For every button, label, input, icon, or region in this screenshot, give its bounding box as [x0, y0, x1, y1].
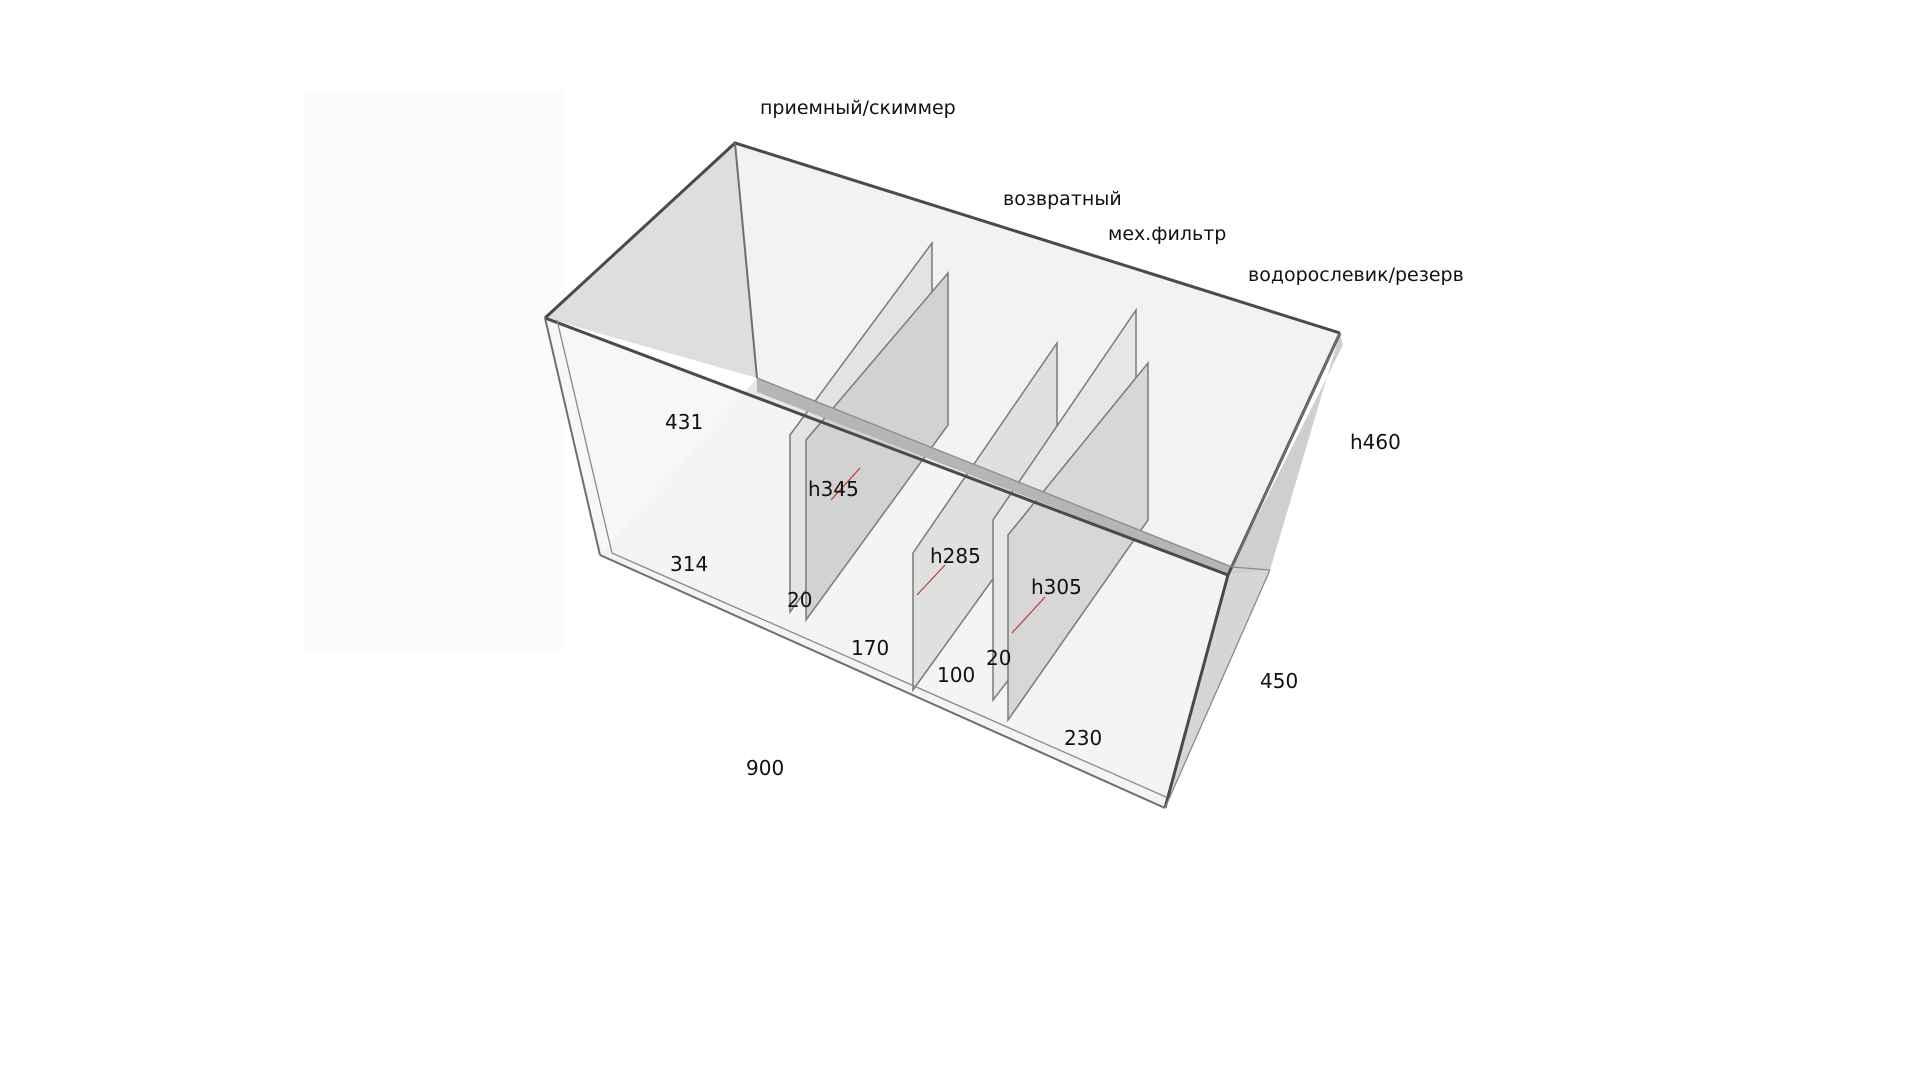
left-end-wall — [545, 143, 757, 378]
bottom-right-back-edge — [1231, 566, 1271, 571]
front-wall — [545, 318, 1228, 808]
dim-section-1: 314 — [670, 552, 708, 576]
bottom-back-edge — [756, 377, 1233, 568]
back-right-vertical — [1231, 332, 1341, 568]
floor-back-strip — [757, 378, 1232, 575]
baffle-5 — [1007, 360, 1149, 723]
front-right-vertical — [1163, 574, 1230, 809]
back-wall — [735, 143, 1340, 567]
label-return: возвратный — [1003, 188, 1122, 210]
leader-h285 — [916, 564, 946, 596]
background-panel — [305, 90, 565, 650]
label-intake-skimmer: приемный/скиммер — [760, 97, 956, 119]
leader-h305 — [1011, 596, 1046, 634]
glass-thickness-bottom — [611, 552, 1167, 798]
glass-thickness-left — [556, 319, 613, 554]
bottom-right-edge — [1164, 569, 1271, 809]
baffle-2 — [805, 270, 949, 623]
dim-length: 900 — [746, 756, 784, 780]
bottom-front-edge — [599, 554, 1166, 809]
dim-height-total: h460 — [1350, 430, 1401, 454]
dim-baffle-h345: h345 — [808, 477, 859, 501]
dim-depth: 450 — [1260, 669, 1298, 693]
back-left-vertical — [734, 142, 758, 379]
front-left-vertical — [544, 317, 601, 556]
dim-section-2: 170 — [851, 636, 889, 660]
dim-section-3: 100 — [937, 663, 975, 687]
dim-section-4: 230 — [1064, 726, 1102, 750]
label-mech-filter: мех.фильтр — [1108, 223, 1226, 245]
leader-h345 — [830, 467, 861, 501]
dim-baffle-h285: h285 — [930, 544, 981, 568]
dim-left-height: 431 — [665, 410, 703, 434]
dim-gap-2: 20 — [986, 646, 1011, 670]
dim-baffle-h305: h305 — [1031, 575, 1082, 599]
label-algae-reserve: водорослевик/резерв — [1248, 264, 1464, 286]
dim-gap-1: 20 — [787, 588, 812, 612]
